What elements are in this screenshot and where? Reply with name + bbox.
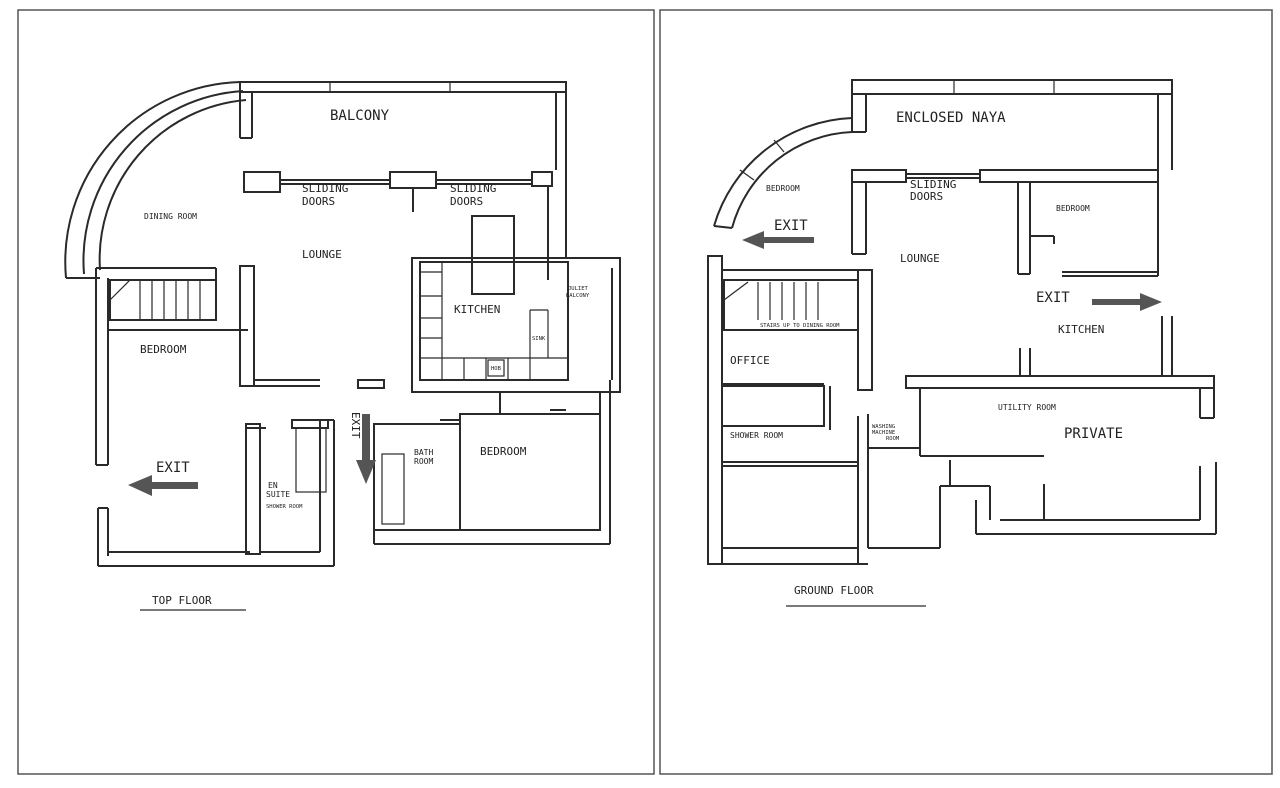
exit-left-arrow: [128, 475, 198, 496]
label-gf-kitchen: KITCHEN: [1058, 323, 1104, 336]
label-bath-room-a: BATH: [414, 448, 433, 457]
label-juliet-b: BALCONY: [566, 293, 590, 299]
bedroom-curved-wall-inner: [731, 131, 853, 229]
exit-right-arrow-ground: [1092, 293, 1162, 311]
label-bedroom-left: BEDROOM: [140, 343, 187, 356]
label-gf-exit-right: EXIT: [1036, 290, 1070, 306]
bedroom-curved-wall-outer: [713, 117, 853, 227]
label-sliding-doors-2a: SLIDING: [450, 182, 496, 195]
label-gf-washing-a: WASHING: [872, 424, 895, 430]
label-en-suite-b: SUITE: [266, 490, 290, 499]
label-balcony: BALCONY: [330, 108, 390, 124]
kitchen-island: [471, 215, 515, 295]
label-gf-private: PRIVATE: [1064, 426, 1123, 442]
dining-curved-wall-mid: [82, 90, 244, 275]
label-gf-sliding-a: SLIDING: [910, 178, 956, 191]
label-gf-sliding-b: DOORS: [910, 190, 943, 203]
bathtub: [381, 453, 405, 525]
label-hob: HOB: [491, 366, 502, 372]
label-en-suite-a: EN: [268, 481, 278, 490]
label-juliet-a: JULIET: [568, 286, 589, 292]
label-enclosed-naya: ENCLOSED NAYA: [896, 110, 1006, 126]
label-shower-room-top: SHOWER ROOM: [266, 504, 303, 510]
label-gf-lounge: LOUNGE: [900, 252, 940, 265]
label-gf-bedroom-left: BEDROOM: [766, 184, 800, 193]
ground-floor-plan: [707, 79, 1217, 607]
label-kitchen: KITCHEN: [454, 303, 500, 316]
label-sliding-doors-2b: DOORS: [450, 195, 483, 208]
label-sliding-doors-1a: SLIDING: [302, 182, 348, 195]
top-floor-frame: [17, 9, 655, 775]
exit-down-arrow: [356, 414, 376, 484]
balcony-rail: [239, 81, 567, 93]
exit-left-arrow-ground: [742, 231, 814, 249]
label-lounge: LOUNGE: [302, 248, 342, 261]
shower-tray: [721, 385, 825, 427]
label-gf-utility: UTILITY ROOM: [998, 403, 1056, 412]
label-exit-left: EXIT: [156, 460, 190, 476]
label-gf-shower-room: SHOWER ROOM: [730, 431, 783, 440]
label-sliding-doors-1b: DOORS: [302, 195, 335, 208]
label-bedroom-right: BEDROOM: [480, 445, 527, 458]
ground-floor-frame: [659, 9, 1273, 775]
label-bath-room-b: ROOM: [414, 457, 433, 466]
label-gf-office: OFFICE: [730, 354, 770, 367]
label-gf-stairs: STAIRS UP TO DINING ROOM: [760, 323, 840, 329]
dining-curved-wall-outer: [64, 81, 241, 279]
label-gf-bedroom-right: BEDROOM: [1056, 204, 1090, 213]
label-gf-exit-left: EXIT: [774, 218, 808, 234]
label-dining-room: DINING ROOM: [144, 212, 197, 221]
label-ground-floor-title: GROUND FLOOR: [794, 584, 874, 597]
label-exit-down: EXIT: [349, 412, 362, 439]
dining-curved-wall-inner: [98, 99, 247, 271]
label-top-floor-title: TOP FLOOR: [152, 594, 212, 607]
ensuite-shower-tray: [295, 427, 327, 493]
top-floor-plan: [64, 81, 621, 611]
label-gf-washing-b: MACHINE: [872, 430, 895, 436]
label-sink: SINK: [532, 336, 546, 342]
label-gf-washing-c: ROOM: [886, 436, 900, 442]
